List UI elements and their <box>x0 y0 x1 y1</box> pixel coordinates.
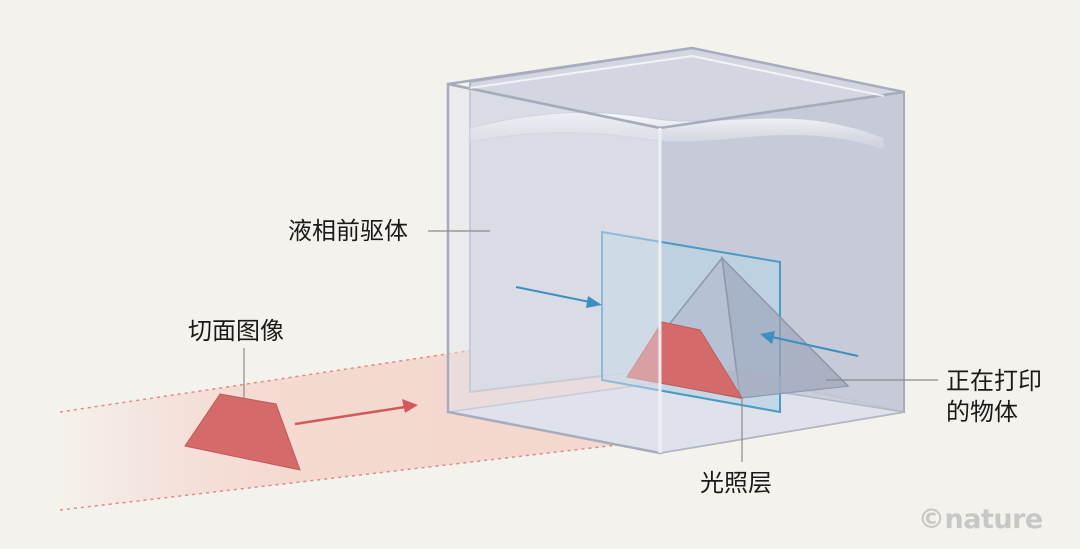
arrow-left-head <box>586 296 602 308</box>
label-object-line1: 正在打印 <box>946 367 1042 395</box>
arrow-right-head <box>760 331 775 344</box>
label-slice-image: 切面图像 <box>188 317 284 345</box>
beam-edge-bottom <box>59 439 661 511</box>
tank-inner-rim <box>469 54 885 97</box>
red-arrow-head <box>402 399 418 413</box>
label-object-being-printed: 正在打印 的物体 <box>946 366 1042 428</box>
slice-image <box>184 393 301 471</box>
label-illuminated-layer: 光照层 <box>700 469 772 497</box>
label-object-line2: 的物体 <box>946 398 1018 426</box>
tank-top-rim <box>447 46 905 130</box>
label-liquid-precursor: 液相前驱体 <box>288 217 408 245</box>
liquid-surface <box>469 112 885 151</box>
arrow-right-shaft <box>771 336 859 357</box>
arrow-left-shaft <box>515 286 591 303</box>
tank-front-wall <box>446 82 662 455</box>
nature-credit: ©nature <box>918 504 1043 535</box>
red-arrow-shaft <box>294 405 406 426</box>
